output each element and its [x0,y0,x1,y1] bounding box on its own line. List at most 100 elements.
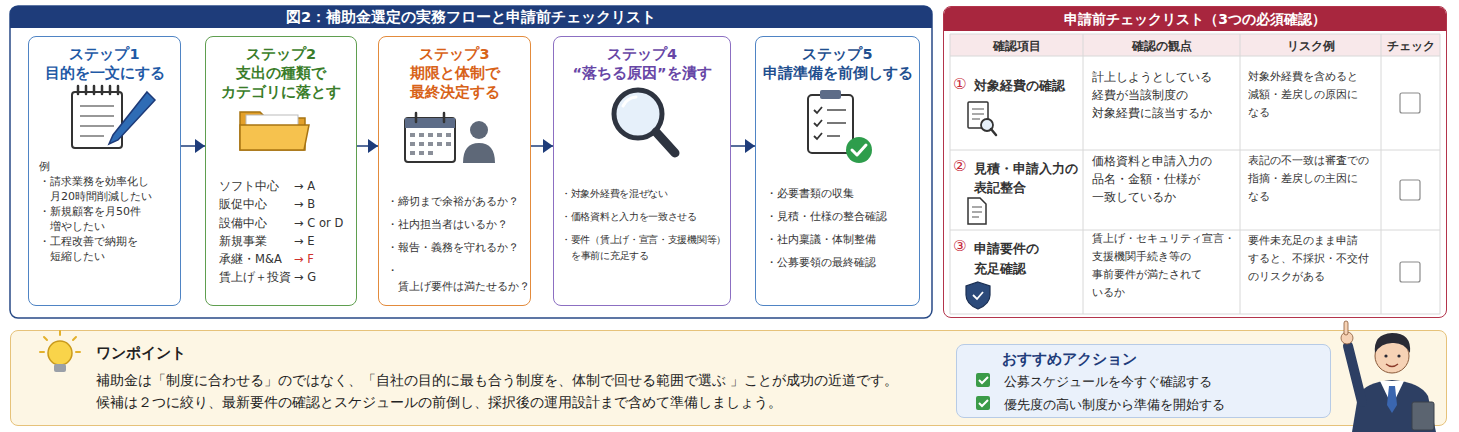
tip-heading: ワンポイント [96,344,186,362]
check-mark [979,377,988,383]
step-heading: ステップ2 支出の種類で カテゴリに落とす [206,45,356,102]
check-badge [846,137,872,163]
check-box [1400,180,1420,200]
step-item: ・締切まで余裕があるか？ [387,193,529,209]
check-box [1400,262,1420,282]
check-icon [976,396,990,410]
step-box: ステップ3 期限と体制で 最終決定する・締切まで余裕があるか？ ・社内担当者はいる… [378,36,531,306]
folder-front [240,125,309,150]
table-header: 確認の観点 [1083,38,1240,55]
table-cell: 賃上げ・セキュリティ宣言・ 支援機関手続き等の 事前要件が満たされて いるか [1092,230,1237,302]
action-heading: おすすめアクション [1002,350,1137,368]
presenter-tie [1387,386,1397,413]
lens-highlight [623,97,636,106]
step-heading: ステップ3 期限と体制で 最終決定する [379,45,530,102]
text-group: 補助金は「制度に合わせる」のではなく、「自社の目的に最も合う制度を、体制で回せる… [96,369,898,413]
category-item: 賃上げ＋投資 [219,268,294,286]
flow-panel [10,6,932,318]
step-heading: ステップ1 目的を一文にする [29,45,180,83]
document-lines [972,207,982,217]
notebook-lines [80,106,114,136]
document-lines [972,109,984,119]
pen-icon [109,92,155,144]
action-item: 公募スケジュールを今すぐ確認する [1004,370,1225,393]
calendar-band [405,118,455,128]
presenter-eye [1384,354,1387,357]
table-header: 確認項目 [950,38,1083,55]
bulb-icon [48,341,72,365]
step-item: ・社内担当者はいるか？ [387,216,529,232]
category-item: 設備中心 [219,214,294,232]
table-header: リスク例 [1240,38,1381,55]
text-group: ・締切まで余裕があるか？・社内担当者はいるか？・報告・義務を守れるか？・賃上げ要… [387,193,529,301]
item-number: ① [953,74,973,95]
shield-mark [973,292,983,299]
step-item: ・見積・仕様の整合確認 [766,209,916,225]
step-heading: ステップ5 申請準備を前倒しする [756,45,919,83]
step-item: ・要件（賃上げ・宣言・支援機関等） を事前に充足する [561,232,730,264]
document-icon [968,198,986,224]
step-item: ・請求業務を効率化し 月20時間削減したい [39,174,177,204]
calendar-icon [405,118,455,162]
table-header: チェック [1381,38,1440,55]
flow-arrow [531,145,553,147]
presenter-finger [1344,321,1348,335]
text-group: ・対象外経費を混ぜない・価格資料と入力を一致させる・要件（賃上げ・宣言・支援機関… [561,186,730,271]
step-item: ・新規顧客を月50件 増やしたい [39,204,177,234]
step-item: ・価格資料と入力を一致させる [561,209,730,225]
presenter-arm [1348,346,1362,402]
step-heading: ステップ4 “落ちる原因”を潰す [554,45,730,83]
presenter-eye [1397,354,1400,357]
step-box: ステップ1 目的を一文にする例・請求業務を効率化し 月20時間削減したい・新規顧… [28,36,181,306]
clipboard-lines [827,110,846,136]
step-item: ・工程改善で納期を 短縮したい [39,234,177,264]
calendar-rings [416,113,444,122]
step-item: 例 [39,159,177,174]
action-box: おすすめアクション公募スケジュールを今すぐ確認する優先度の高い制度から準備を開始… [956,344,1331,418]
step-box: ステップ2 支出の種類で カテゴリに落とすソフト中心→ A販促中心→ B設備中心… [205,36,357,306]
flow-arrow [181,145,205,147]
item-number: ② [953,156,973,177]
panel-heading: 申請前チェックリスト（3つの必須確認） [944,7,1446,31]
tip-text: 候補は２つに絞り、最新要件の確認とスケジュールの前倒し、採択後の運用設計まで含め… [96,391,898,413]
table-grid [950,34,1440,314]
table-cell: 価格資料と申請入力の 品名・金額・仕様が 一致しているか [1092,152,1237,206]
text-group: 例・請求業務を効率化し 月20時間削減したい・新規顧客を月50件 増やしたい・工… [39,159,177,264]
step-item: ・対象外経費を混ぜない [561,186,730,202]
magnifier-handle [656,132,675,153]
action-item: 優先度の高い制度から準備を開始する [1004,393,1225,416]
check-mark [979,400,988,406]
table-cell: 表記の不一致は審査での 指摘・差戻しの主因に なる [1248,152,1378,206]
table-header-bg [950,34,1440,56]
step-item: ・公募要領の最終確認 [766,255,916,271]
check-item: 申請要件の 充足確認 [974,239,1066,279]
tip-panel: ワンポイント補助金は「制度に合わせる」のではなく、「自社の目的に最も合う制度を、… [10,330,1447,426]
category-item: → A [294,177,353,195]
tip-text: 補助金は「制度に合わせる」のではなく、「自社の目的に最も合う制度を、体制で回せる… [96,369,898,391]
check-box [1400,93,1420,113]
notebook-spiral [78,86,118,94]
title-bar [10,6,932,28]
calendar-days [410,133,451,155]
step-item: ・必要書類の収集 [766,186,916,202]
category-item: 新規事業 [219,232,294,250]
person-body [463,143,495,163]
figure-title: 図2：補助金選定の実務フローと申請前チェックリスト [10,6,932,28]
check-icon [976,373,990,387]
table-cell: 要件未充足のまま申請 すると、不採択・不交付 のリスクがある [1248,232,1378,286]
category-item: → C or D [294,214,353,232]
category-item: → G [294,268,353,286]
clipboard-clip [820,90,841,99]
bulb-base [54,364,66,372]
category-item: 承継・M&A [219,250,294,268]
table-cell: 計上しようとしている 経費が当該制度の 対象経費に該当するか [1092,68,1237,122]
table-cell: 対象外経費を含めると 減額・差戻しの原因に なる [1248,68,1378,122]
shield-icon [966,282,990,309]
step-box: ステップ4 “落ちる原因”を潰す・対象外経費を混ぜない・価格資料と入力を一致させ… [553,36,731,306]
check-item: 対象経費の確認 [974,77,1082,95]
category-item: → F [294,250,353,268]
item-number: ③ [953,236,973,257]
presenter-hair [1375,333,1410,353]
step-item: ・報告・義務を守れるか？ [387,239,529,255]
